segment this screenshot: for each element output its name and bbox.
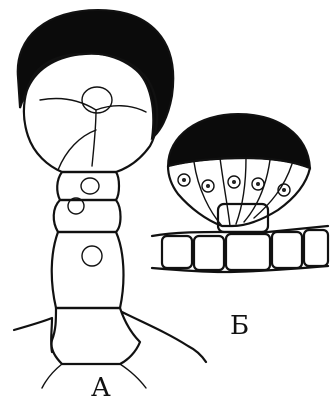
- hair-b-cell-nucleus-core: [182, 178, 186, 182]
- hair-b-cell-nucleus-core: [232, 180, 236, 184]
- hair-a-epidermis-root-right: [120, 364, 146, 388]
- glandular-hair-a: [14, 10, 206, 388]
- hair-b-epidermal-cell: [304, 230, 328, 266]
- label-b: Б: [230, 311, 249, 341]
- hair-b-epidermal-cell: [272, 232, 302, 268]
- hair-a-stalk-cell-3: [52, 232, 124, 308]
- hair-a-foot-cell: [51, 308, 140, 364]
- label-a: А: [91, 373, 111, 401]
- hair-b-cell-nucleus-core: [256, 182, 260, 186]
- peltate-gland-b: [152, 114, 328, 272]
- hair-a-head-division: [92, 110, 96, 166]
- hair-b-cell-wall: [244, 160, 270, 222]
- hair-b-cell-wall: [254, 164, 292, 218]
- hair-a-stalk-nucleus-3: [82, 246, 102, 266]
- hair-a-stalk-cell-2: [54, 200, 121, 232]
- hair-a-stalk-nucleus-1: [81, 178, 99, 194]
- hair-b-epidermal-cell: [162, 236, 192, 268]
- hair-a-head-division: [40, 98, 96, 110]
- hair-a-stalk-cell-1: [57, 172, 119, 200]
- hair-b-secretion-cap: [168, 114, 310, 168]
- hair-b-epidermal-cell: [194, 236, 224, 270]
- hair-a-epidermis-left: [14, 318, 52, 352]
- hair-b-cell-wall: [220, 158, 230, 226]
- hair-b-cell-nucleus-core: [282, 188, 286, 192]
- hair-a-head-division: [58, 130, 96, 170]
- hair-b-cell-nucleus-core: [206, 184, 210, 188]
- hair-a-epidermis-root-left: [42, 364, 62, 388]
- hair-b-stalk-cell: [218, 204, 268, 232]
- hair-b-epidermal-cell: [226, 234, 270, 270]
- hair-b-cell-wall: [236, 158, 246, 224]
